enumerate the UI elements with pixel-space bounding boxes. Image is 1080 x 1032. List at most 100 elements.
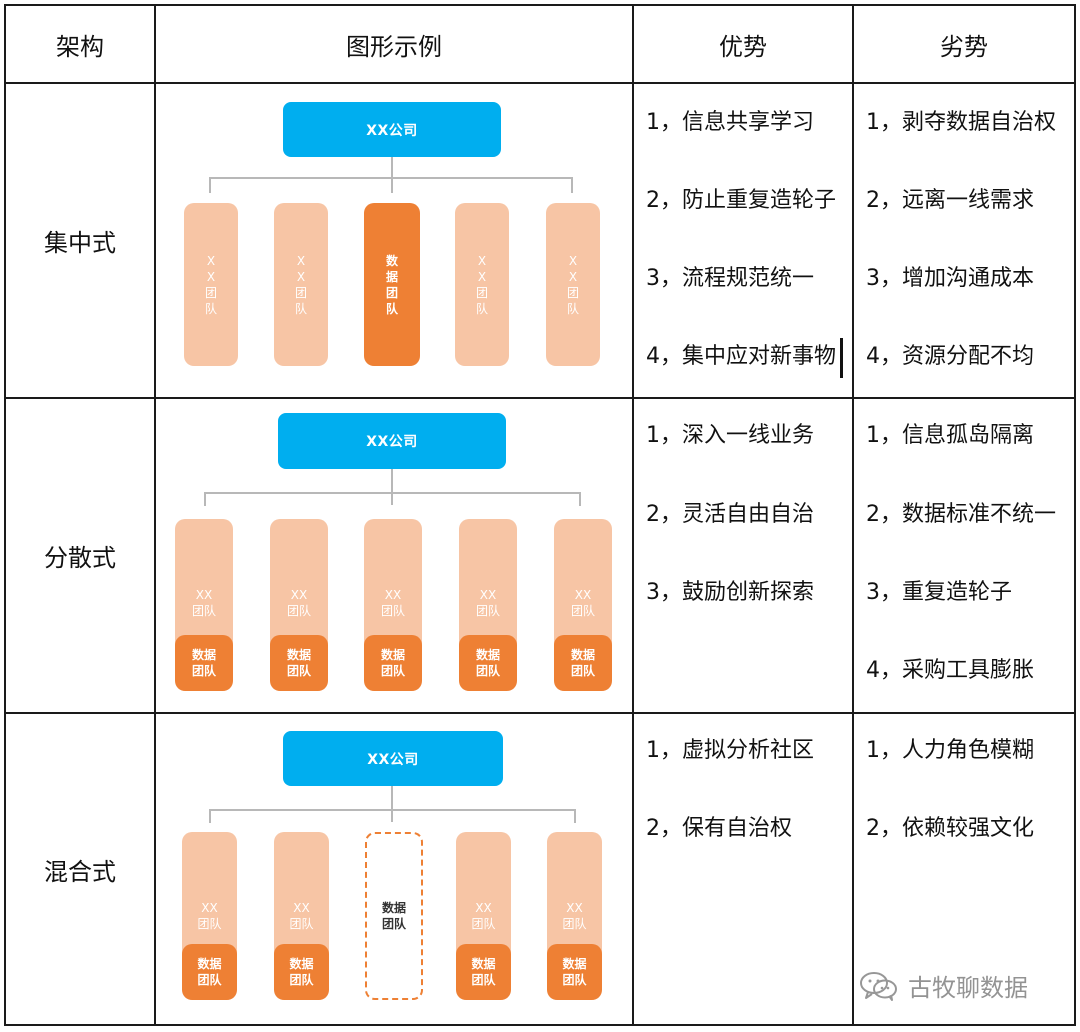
disadvantage-item: 1，剥夺数据自治权 [866, 110, 1056, 135]
data-team-label: 数据 团队 [381, 901, 406, 931]
data-team-subbox: 数据 团队 [364, 635, 422, 691]
row-label-hybrid: 混合式 [44, 857, 116, 886]
connector-line [391, 157, 393, 193]
data-team-subbox: 数据 团队 [459, 635, 517, 691]
data-team-label: 数据 团队 [570, 648, 595, 678]
company-box: XX公司 [283, 731, 503, 786]
hybrid-diagram: XX公司 XX 团队 数据 团队 XX 团队 数据 团队 数据 团队 XX 团队… [157, 714, 632, 1027]
team-box: XX 团队 数据 团队 [364, 519, 422, 691]
advantage-item: 2，灵活自由自治 [646, 502, 814, 527]
connector-line [209, 177, 211, 193]
team-box: X X 团 队 [455, 203, 509, 366]
data-team-label: 数据 团队 [289, 957, 314, 987]
connector-line [209, 809, 576, 811]
table-divider [4, 397, 1076, 399]
connector-line [209, 177, 573, 179]
advantage-item: 1，深入一线业务 [646, 423, 814, 448]
connector-line [571, 177, 573, 193]
data-team-label: 数据 团队 [475, 648, 500, 678]
disadvantage-item: 3，重复造轮子 [866, 580, 1012, 605]
data-team-subbox: 数据 团队 [554, 635, 612, 691]
data-team-subbox: 数据 团队 [182, 944, 237, 1000]
advantage-item: 4，集中应对新事物 [646, 344, 836, 369]
row-label-centralized: 集中式 [44, 229, 116, 257]
disadvantage-item: 1，信息孤岛隔离 [866, 423, 1034, 448]
distributed-diagram: XX公司 XX 团队 数据 团队 XX 团队 数据 团队 XX 团队 数据 团队… [157, 399, 632, 712]
advantage-item: 1，信息共享学习 [646, 110, 814, 135]
team-label: XX 团队 [570, 588, 595, 618]
advantage-item: 2，防止重复造轮子 [646, 188, 836, 213]
disadvantage-item: 1，人力角色模糊 [866, 738, 1034, 763]
row-label-distributed: 分散式 [44, 544, 116, 572]
team-box: XX 团队 数据 团队 [175, 519, 233, 691]
company-box: XX公司 [283, 102, 501, 157]
team-box: XX 团队 数据 团队 [274, 832, 329, 1000]
disadvantage-item: 2，依赖较强文化 [866, 816, 1034, 841]
team-label: X X 团 队 [294, 253, 307, 316]
disadvantage-item: 2，远离一线需求 [866, 188, 1034, 213]
header-diagram-example: 图形示例 [346, 32, 442, 61]
team-label: XX 团队 [286, 588, 311, 618]
data-team-subbox: 数据 团队 [175, 635, 233, 691]
text-cursor [840, 338, 843, 378]
team-box: XX 团队 数据 团队 [459, 519, 517, 691]
team-label: X X 团 队 [204, 253, 217, 316]
connector-line [209, 809, 211, 823]
watermark-text: 古牧聊数据 [908, 974, 1028, 1002]
data-team-subbox: 数据 团队 [274, 944, 329, 1000]
team-box: X X 团 队 [546, 203, 600, 366]
data-team-dashed-box: 数据 团队 [365, 832, 423, 1000]
company-box: XX公司 [278, 413, 506, 469]
advantage-item: 1，虚拟分析社区 [646, 738, 814, 763]
team-label: XX 团队 [380, 588, 405, 618]
table-divider [4, 82, 1076, 84]
connector-line [391, 469, 393, 505]
header-advantages: 优势 [719, 32, 767, 61]
table-divider [4, 712, 1076, 714]
data-team-label: 数 据 团 队 [385, 253, 398, 316]
watermark: 古牧聊数据 [858, 968, 1028, 1003]
data-team-label: 数据 团队 [471, 957, 496, 987]
data-team-subbox: 数据 团队 [456, 944, 511, 1000]
header-disadvantages: 劣势 [940, 32, 988, 61]
advantage-item: 3，流程规范统一 [646, 266, 814, 291]
team-box: XX 团队 数据 团队 [547, 832, 602, 1000]
disadvantage-item: 4，资源分配不均 [866, 344, 1034, 369]
data-team-label: 数据 团队 [562, 957, 587, 987]
team-label: X X 团 队 [475, 253, 488, 316]
team-box: XX 团队 数据 团队 [554, 519, 612, 691]
data-team-subbox: 数据 团队 [547, 944, 602, 1000]
disadvantage-item: 4，采购工具膨胀 [866, 658, 1034, 683]
data-team-label: 数据 团队 [380, 648, 405, 678]
data-team-box: 数 据 团 队 [364, 203, 420, 366]
connector-line [391, 786, 393, 822]
connector-line [579, 492, 581, 506]
connector-line [204, 492, 206, 506]
connector-line [574, 809, 576, 823]
wechat-icon [860, 971, 897, 1001]
data-team-label: 数据 团队 [197, 957, 222, 987]
centralized-diagram: XX公司 X X 团 队 X X 团 队 数 据 团 队 X X 团 队 X X… [157, 84, 632, 397]
connector-line [204, 492, 581, 494]
team-label: XX 团队 [197, 901, 222, 931]
table-divider [852, 4, 854, 1026]
table-divider [154, 4, 156, 1026]
architecture-comparison-table [4, 4, 1076, 1026]
team-box: X X 团 队 [184, 203, 238, 366]
team-label: XX 团队 [289, 901, 314, 931]
team-box: X X 团 队 [274, 203, 328, 366]
disadvantage-item: 2，数据标准不统一 [866, 502, 1056, 527]
team-box: XX 团队 数据 团队 [182, 832, 237, 1000]
team-label: XX 团队 [562, 901, 587, 931]
data-team-subbox: 数据 团队 [270, 635, 328, 691]
team-label: XX 团队 [471, 901, 496, 931]
team-label: X X 团 队 [566, 253, 579, 316]
header-architecture: 架构 [56, 32, 104, 61]
team-label: XX 团队 [475, 588, 500, 618]
data-team-label: 数据 团队 [191, 648, 216, 678]
disadvantage-item: 3，增加沟通成本 [866, 266, 1034, 291]
data-team-label: 数据 团队 [286, 648, 311, 678]
team-box: XX 团队 数据 团队 [270, 519, 328, 691]
advantage-item: 3，鼓励创新探索 [646, 580, 814, 605]
table-divider [632, 4, 634, 1026]
